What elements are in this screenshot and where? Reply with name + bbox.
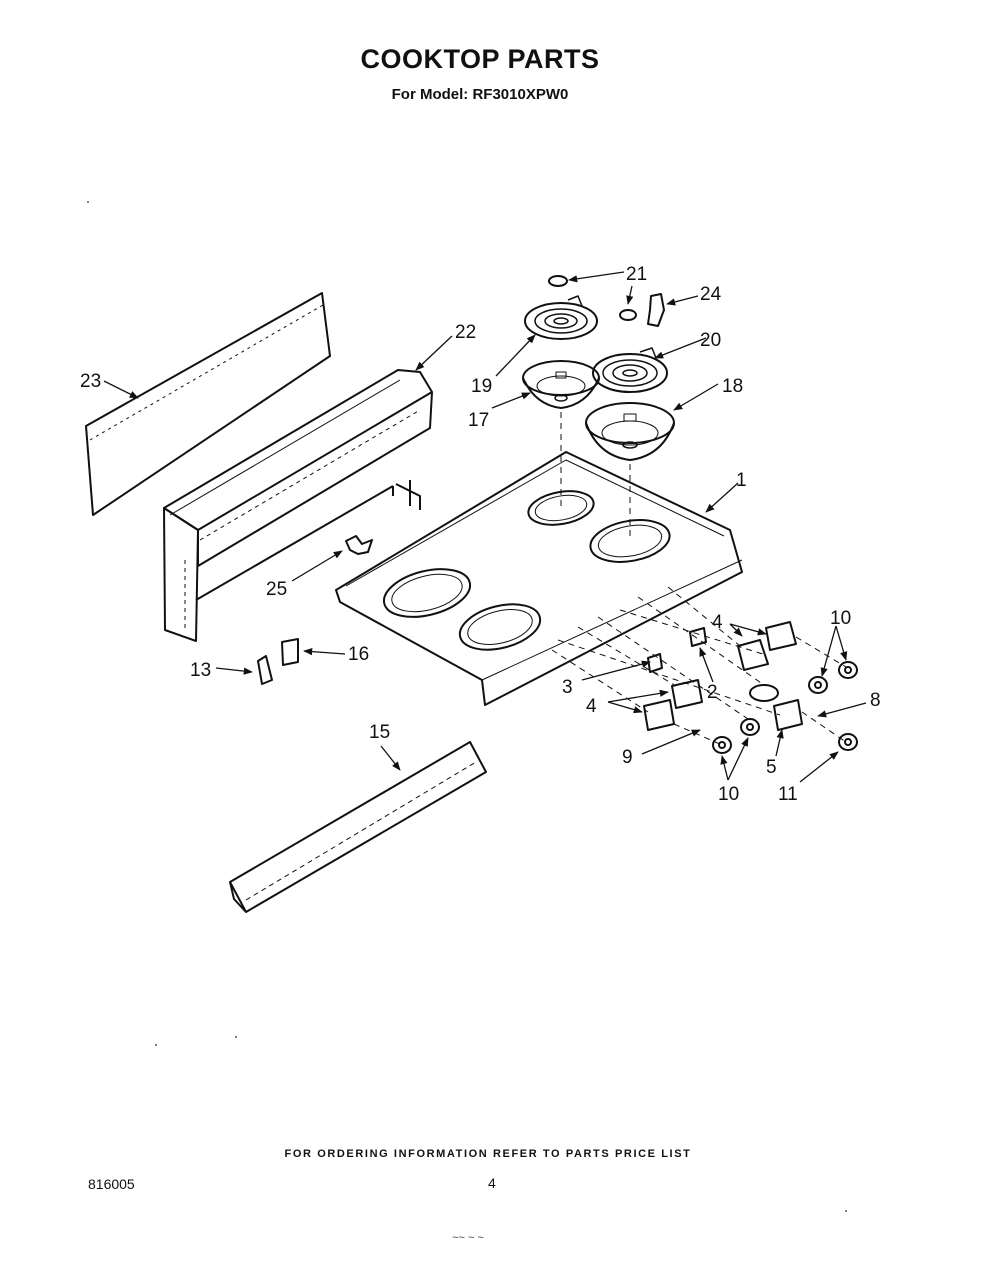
callout-16: 16 — [348, 644, 369, 665]
clip-part-25 — [345, 535, 373, 555]
knob-part-11 — [838, 733, 858, 751]
document-number: 816005 — [88, 1176, 135, 1192]
model-subtitle: For Model: RF3010XPW0 — [391, 86, 569, 103]
callout-1: 1 — [736, 470, 747, 491]
surface-element-part-19 — [524, 295, 598, 340]
switch-part-4-rear — [737, 621, 797, 671]
trim-strip-part-15 — [229, 741, 487, 913]
callout-15: 15 — [369, 722, 390, 743]
callout-13: 13 — [190, 660, 211, 681]
callout-20: 20 — [700, 330, 721, 351]
callout-4-front: 4 — [586, 696, 597, 717]
callout-23: 23 — [80, 371, 101, 392]
bracket-part-16 — [281, 638, 299, 666]
handwritten-mark: ~~ ~ ~ — [452, 1232, 484, 1244]
bezel-ring — [749, 684, 779, 702]
callout-5: 5 — [766, 757, 777, 778]
callout-17: 17 — [468, 410, 489, 431]
callout-9: 9 — [622, 747, 633, 768]
indicator-part-3 — [647, 653, 663, 673]
ordering-note: FOR ORDERING INFORMATION REFER TO PARTS … — [284, 1148, 692, 1160]
drip-bowl-part-18 — [585, 402, 675, 461]
callout-3: 3 — [562, 677, 573, 698]
receptacle-part-24 — [647, 293, 665, 327]
callout-21: 21 — [626, 264, 647, 285]
callout-11: 11 — [778, 784, 798, 805]
callout-10-front: 10 — [718, 784, 739, 805]
switch-part-5 — [773, 699, 803, 731]
backguard-part-22 — [163, 369, 433, 642]
cooktop-part-1 — [335, 451, 743, 706]
switch-part-4-front — [643, 679, 703, 731]
callout-2: 2 — [707, 682, 718, 703]
back-panel-part-23 — [85, 292, 331, 516]
callout-labels: 21 24 22 20 23 19 18 17 1 25 4 10 16 13 … — [80, 264, 881, 805]
trim-cap-part-21 — [548, 275, 637, 321]
leader-lines — [103, 271, 867, 783]
callout-4-rear: 4 — [712, 612, 723, 633]
callout-18: 18 — [722, 376, 743, 397]
surface-element-part-20 — [592, 347, 668, 393]
callout-19: 19 — [471, 376, 492, 397]
callout-25: 25 — [266, 579, 287, 600]
page-title: COOKTOP PARTS — [360, 44, 600, 74]
callout-22: 22 — [455, 322, 476, 343]
bracket-part-13 — [257, 655, 273, 685]
indicator-part-2 — [689, 627, 707, 647]
scan-specks — [87, 201, 847, 1212]
page-number: 4 — [488, 1175, 496, 1191]
knob-part-10 — [712, 661, 858, 754]
callout-24: 24 — [700, 284, 722, 305]
callout-8: 8 — [870, 690, 881, 711]
drip-bowl-part-17 — [522, 360, 600, 409]
callout-10-rear: 10 — [830, 608, 851, 629]
